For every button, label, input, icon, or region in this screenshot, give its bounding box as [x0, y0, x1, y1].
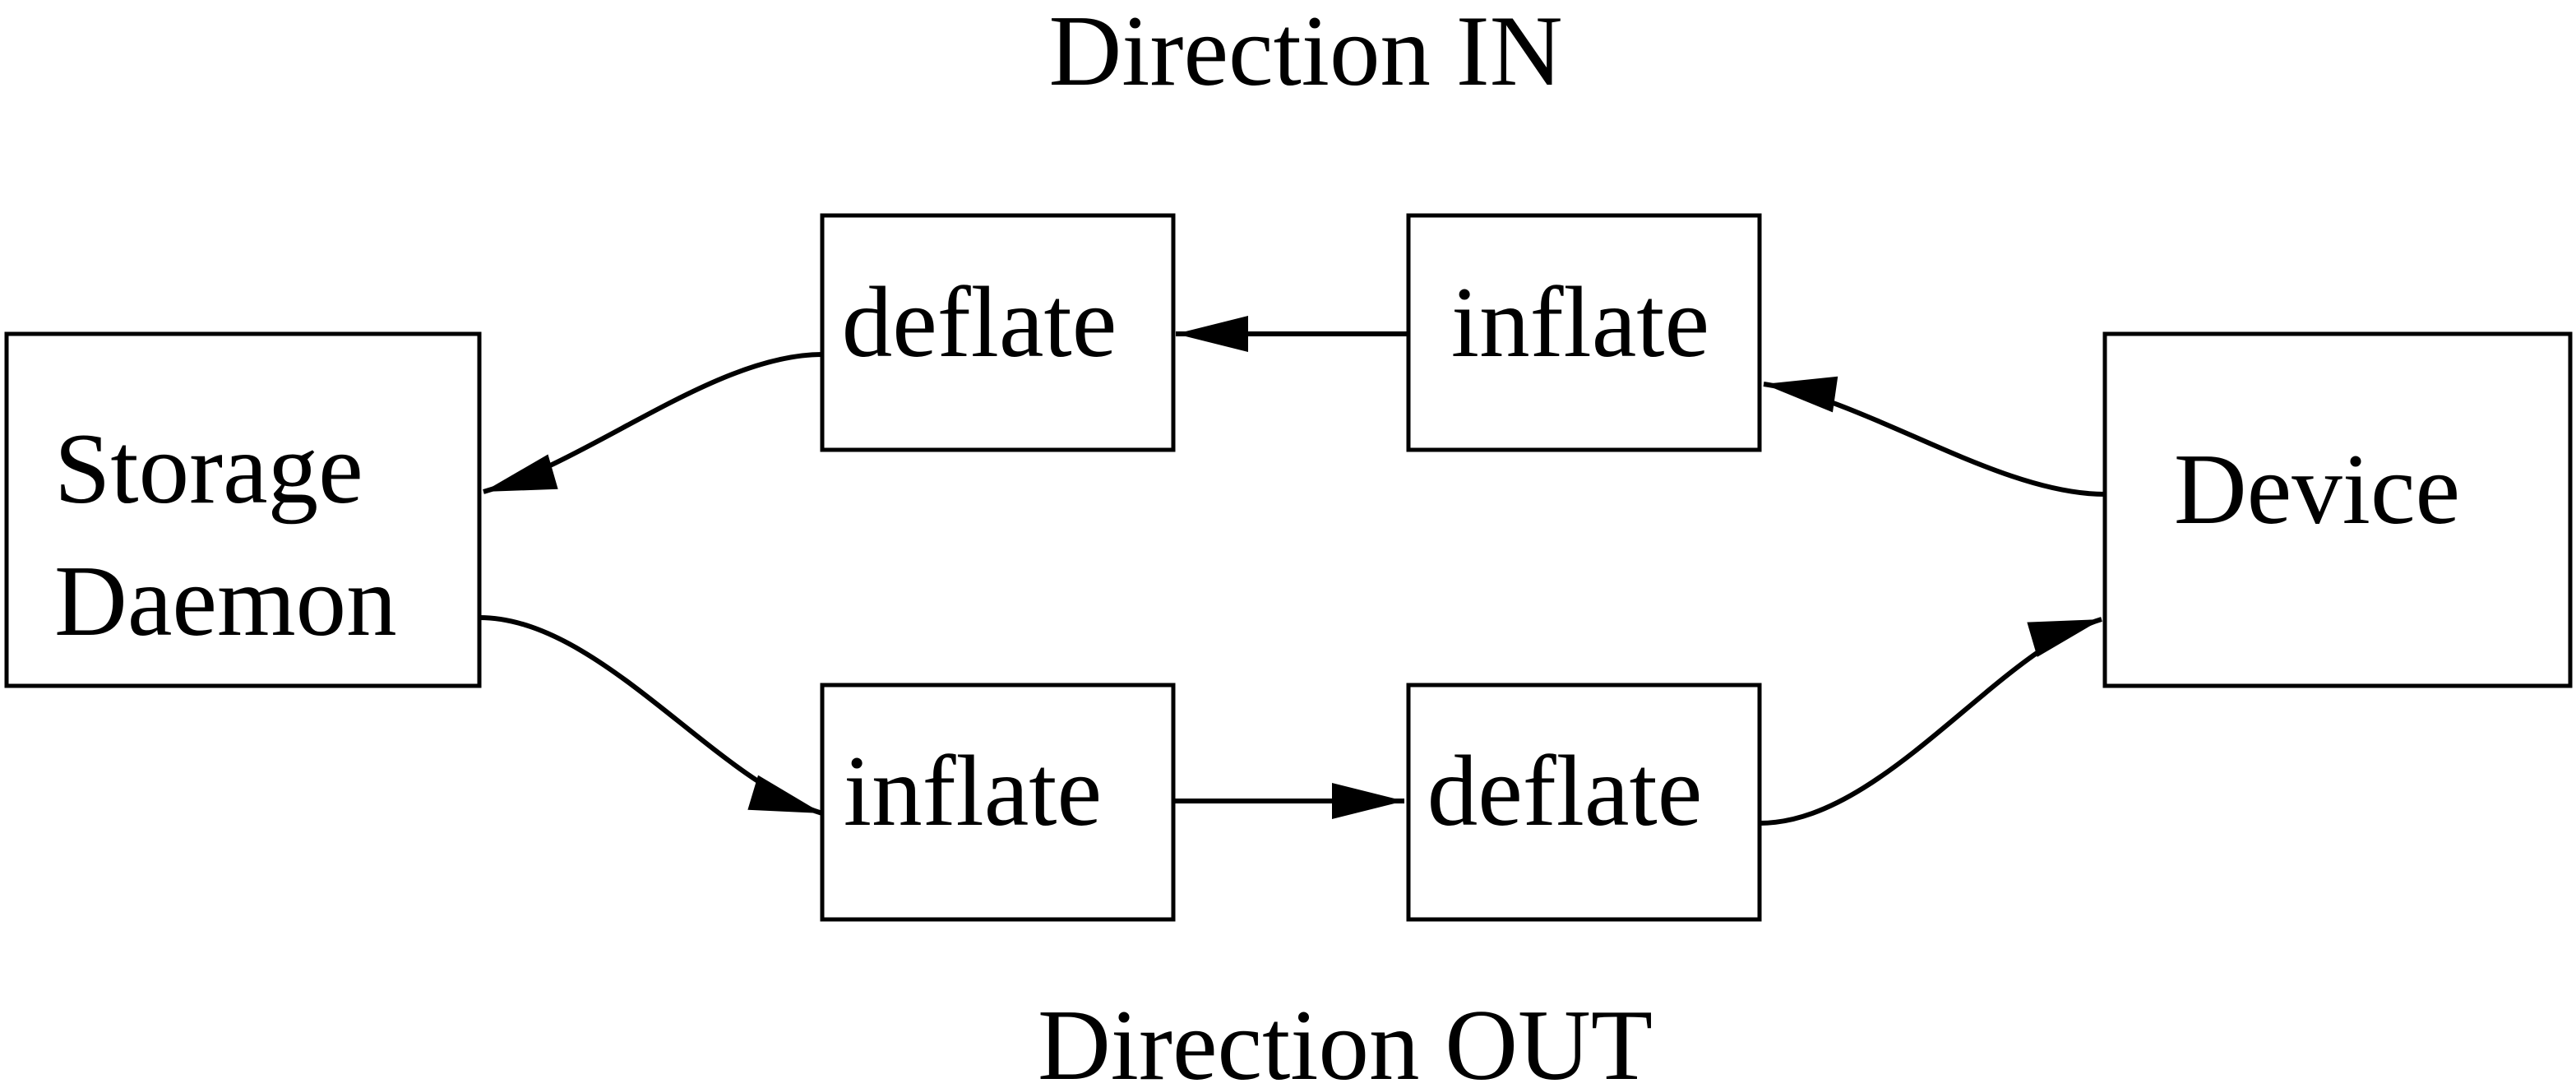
storage-daemon-label-line1: Storage: [54, 412, 363, 525]
device-box: [2102, 331, 2573, 688]
arrow-deflate-in-to-storage: [483, 352, 823, 494]
inflate-out-box: [820, 683, 1176, 922]
storage-daemon-label-line2: Daemon: [54, 544, 397, 657]
storage-daemon-box: [4, 331, 482, 688]
inflate-out-label: inflate: [844, 734, 1102, 847]
deflate-out-label: deflate: [1427, 734, 1703, 847]
inflate-in-box: [1406, 213, 1762, 452]
device-label: Device: [2174, 433, 2460, 545]
direction-in-title: Direction IN: [1048, 0, 1562, 107]
deflate-out-box: [1406, 683, 1762, 922]
deflate-in-box: [820, 213, 1176, 452]
inflate-in-label: inflate: [1451, 266, 1709, 378]
arrow-deflate-out-to-device: [1759, 617, 2102, 826]
arrow-storage-to-inflate-out: [479, 615, 823, 816]
direction-out-title: Direction OUT: [1038, 988, 1653, 1088]
arrow-device-to-inflate-in: [1763, 376, 2106, 497]
deflate-in-label: deflate: [842, 266, 1117, 378]
